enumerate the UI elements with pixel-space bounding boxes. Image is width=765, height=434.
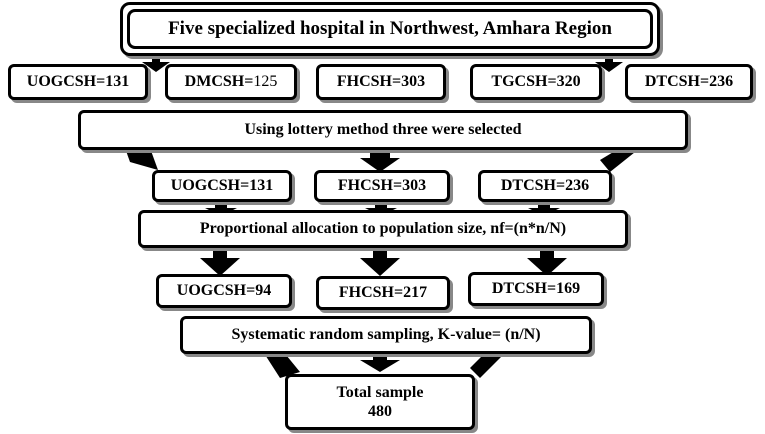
- hospital-value: 131: [105, 73, 130, 90]
- allocated-box-fhcsh: FHCSH=217: [316, 276, 450, 310]
- selected-box-uogcsh: UOGCSH=131: [152, 170, 292, 202]
- allocated-text: DTCSH=169: [491, 280, 581, 297]
- total-sample-label: Total sample: [336, 384, 424, 401]
- hospital-box-dmcsh: DMCSH=125: [165, 64, 297, 100]
- hospital-name: UOGCSH: [26, 73, 97, 90]
- title-box: Five specialized hospital in Northwest, …: [120, 2, 660, 56]
- allocated-text: UOGCSH=94: [176, 282, 272, 299]
- total-sample-box: Total sample 480: [285, 374, 475, 430]
- hospital-name: TGCSH: [491, 73, 548, 90]
- selected-text: DTCSH=236: [500, 177, 590, 194]
- hospital-box-tgcsh: TGCSH=320: [470, 64, 602, 100]
- allocated-text: FHCSH=217: [338, 284, 428, 301]
- hospital-value: 303: [401, 73, 426, 90]
- systematic-step-text: Systematic random sampling, K-value= (n/…: [231, 326, 541, 343]
- hospital-name: DMCSH: [184, 73, 245, 90]
- lottery-step-text: Using lottery method three were selected: [244, 121, 522, 138]
- hospital-name: FHCSH: [336, 73, 392, 90]
- selected-box-dtcsh: DTCSH=236: [478, 170, 612, 202]
- proportional-step-box: Proportional allocation to population si…: [138, 210, 628, 248]
- total-sample-value: 480: [368, 403, 392, 420]
- hospital-name: DTCSH: [644, 73, 700, 90]
- selected-text: FHCSH=303: [337, 177, 427, 194]
- selected-box-fhcsh: FHCSH=303: [314, 170, 450, 202]
- allocated-box-uogcsh: UOGCSH=94: [156, 274, 292, 308]
- hospital-box-uogcsh: UOGCSH=131: [8, 64, 148, 100]
- proportional-step-text: Proportional allocation to population si…: [199, 220, 567, 237]
- systematic-step-box: Systematic random sampling, K-value= (n/…: [180, 316, 592, 354]
- selected-text: UOGCSH=131: [170, 177, 274, 194]
- hospital-box-fhcsh: FHCSH=303: [316, 64, 446, 100]
- title-text: Five specialized hospital in Northwest, …: [127, 9, 653, 49]
- hospital-value: 320: [556, 73, 581, 90]
- allocated-box-dtcsh: DTCSH=169: [468, 272, 604, 306]
- lottery-step-box: Using lottery method three were selected: [78, 110, 688, 150]
- hospital-value: 236: [709, 73, 734, 90]
- hospital-value: 125: [253, 73, 278, 90]
- hospital-box-dtcsh: DTCSH=236: [625, 64, 753, 100]
